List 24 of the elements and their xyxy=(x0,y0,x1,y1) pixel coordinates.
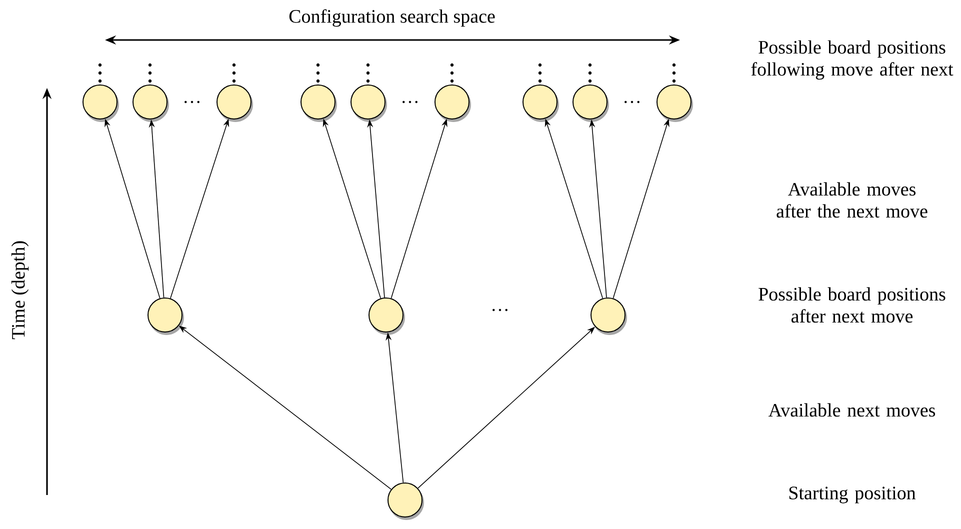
state-circle xyxy=(572,84,609,122)
level-label: Available moves after the next move xyxy=(776,182,928,218)
state-circle xyxy=(132,84,169,122)
state-circle xyxy=(656,84,693,122)
state-circle xyxy=(522,84,559,122)
state-circle xyxy=(388,482,424,520)
ellipsis: … xyxy=(492,308,508,312)
state-circle xyxy=(368,297,405,335)
state-circle xyxy=(82,84,119,122)
state-circle xyxy=(148,297,184,335)
ellipsis: … xyxy=(184,100,200,104)
state-circle xyxy=(434,84,471,122)
axis-label: Time (depth) xyxy=(11,241,29,340)
state-circle xyxy=(350,84,387,122)
ellipsis: … xyxy=(402,100,418,104)
level-label: Possible board positions following move after next xyxy=(751,40,954,80)
level-label: Starting position xyxy=(789,486,916,504)
state-circle xyxy=(300,84,337,122)
level-label: Possible board positions after next move xyxy=(758,287,946,323)
state-circle xyxy=(216,84,253,122)
axis-label: Configuration search space xyxy=(289,9,495,27)
state-circle xyxy=(590,297,627,335)
level-label: Available next moves xyxy=(768,403,936,417)
ellipsis: … xyxy=(624,100,640,104)
